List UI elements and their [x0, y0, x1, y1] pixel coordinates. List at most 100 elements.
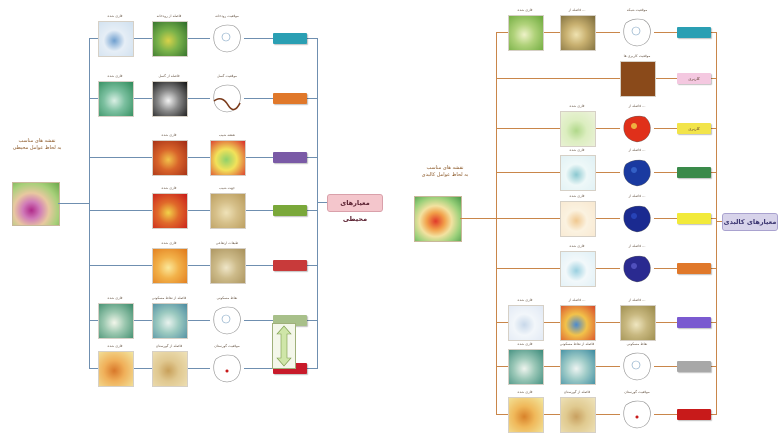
left-root-connector — [58, 203, 89, 204]
row-connector — [89, 368, 317, 369]
map-tile-label: فاصله از نقاط مسکونی — [559, 342, 595, 346]
row-connector — [496, 32, 716, 33]
map-tile — [560, 201, 596, 237]
map-tile-label: فاصله از ... — [568, 8, 586, 12]
criterion-tag: کاربری — [677, 73, 711, 84]
criterion-tag — [273, 93, 307, 104]
criterion-tag: کاربری — [677, 123, 711, 134]
map-tile-label: موقعیت گورستان — [624, 390, 650, 394]
map-tile-label: فازی شده — [569, 104, 585, 108]
map-tile-label: موقعیت شبکه — [626, 8, 648, 12]
map-tile-label: نقاط مسکونی — [626, 342, 648, 346]
row-connector — [496, 78, 716, 79]
map-tile-label: فاصله از ... — [628, 104, 646, 108]
map-tile-label: فازی شده — [161, 186, 177, 190]
row-connector — [89, 157, 317, 158]
map-tile-label: فاصله از گسل — [158, 74, 180, 78]
map-tile — [560, 15, 596, 51]
map-tile-label: فازی شده — [107, 344, 123, 348]
row-connector — [496, 268, 716, 269]
map-tile — [210, 303, 244, 337]
map-tile-label: موقعیت رودخانه — [215, 14, 239, 18]
left-root-map — [12, 182, 60, 226]
map-tile — [210, 21, 244, 55]
map-tile — [620, 155, 654, 189]
map-tile — [560, 111, 596, 147]
left-right-spine — [317, 38, 318, 369]
row-connector — [496, 172, 716, 173]
criterion-tag — [273, 260, 307, 271]
map-tile-label: فازی شده — [107, 14, 123, 18]
left-hub-environmental-criteria: معیارهای محیطی — [327, 194, 383, 223]
map-tile-label: فازی شده — [161, 133, 177, 137]
map-tile — [152, 193, 188, 229]
map-tile — [620, 397, 654, 431]
map-tile — [152, 303, 188, 339]
map-tile — [560, 305, 596, 341]
map-tile — [560, 397, 596, 433]
right-right-spine — [716, 32, 717, 415]
row-connector — [496, 218, 716, 219]
map-tile-label: فازی شده — [569, 194, 585, 198]
map-tile-label: جهت شیب — [219, 186, 235, 190]
map-tile — [508, 305, 544, 341]
map-tile — [560, 349, 596, 385]
map-tile — [620, 61, 656, 97]
map-tile — [152, 81, 188, 117]
map-tile-label: فازی شده — [107, 296, 123, 300]
row-connector — [89, 265, 317, 266]
map-tile-label: فاصله از ... — [628, 244, 646, 248]
criterion-tag — [273, 205, 307, 216]
map-tile-label: فاصله از ... — [628, 194, 646, 198]
double-arrow-icon — [272, 323, 296, 369]
map-tile-label: فازی شده — [107, 74, 123, 78]
map-tile-label: فاصله از ... — [628, 298, 646, 302]
map-tile — [620, 111, 654, 145]
row-connector — [89, 210, 317, 211]
map-tile — [210, 193, 246, 229]
map-tile — [98, 351, 134, 387]
map-tile-label: موقعیت کاربری ها — [623, 54, 651, 58]
map-tile — [560, 155, 596, 191]
map-tile — [152, 21, 188, 57]
right-root-map — [414, 196, 462, 242]
map-tile-label: فاصله از رودخانه — [156, 14, 182, 18]
map-tile-label: فازی شده — [161, 241, 177, 245]
criterion-tag — [273, 152, 307, 163]
criterion-tag — [677, 263, 711, 274]
map-tile — [210, 140, 246, 176]
map-tile-label: موقعیت گسل — [216, 74, 238, 78]
right-left-spine — [496, 32, 497, 415]
map-tile-label: فاصله از گورستان — [155, 344, 183, 348]
map-tile — [210, 248, 246, 284]
row-connector — [89, 98, 317, 99]
map-tile-label: فازی شده — [517, 8, 533, 12]
criterion-tag — [677, 317, 711, 328]
criterion-tag — [677, 167, 711, 178]
map-tile — [620, 201, 654, 235]
map-tile — [152, 351, 188, 387]
map-tile-label: موقعیت گورستان — [214, 344, 240, 348]
left-root-label: نقشه های مناسب به لحاظ عوامل محیطی — [12, 138, 62, 151]
map-tile-label: فاصله از گورستان — [563, 390, 591, 394]
map-tile — [210, 351, 244, 385]
criterion-tag — [273, 33, 307, 44]
map-tile-label: فازی شده — [517, 342, 533, 346]
left-hub-connector — [317, 202, 327, 203]
right-hub-physical-criteria: معیارهای کالبدی — [722, 213, 778, 231]
map-tile-label: نقاط مسکونی — [216, 296, 238, 300]
right-root-label: نقشه های مناسب به لحاظ عوامل کالبدی — [421, 165, 469, 178]
map-tile — [620, 349, 654, 383]
map-tile — [152, 140, 188, 176]
criterion-tag — [677, 213, 711, 224]
map-tile-label: فاصله از نقاط مسکونی — [151, 296, 187, 300]
map-tile — [560, 251, 596, 287]
row-connector — [496, 128, 716, 129]
right-root-connector — [460, 218, 496, 219]
map-tile — [508, 397, 544, 433]
row-connector — [496, 414, 716, 415]
map-tile — [620, 305, 656, 341]
map-tile — [620, 251, 654, 285]
row-connector — [496, 366, 716, 367]
map-tile-label: فاصله از ... — [568, 298, 586, 302]
